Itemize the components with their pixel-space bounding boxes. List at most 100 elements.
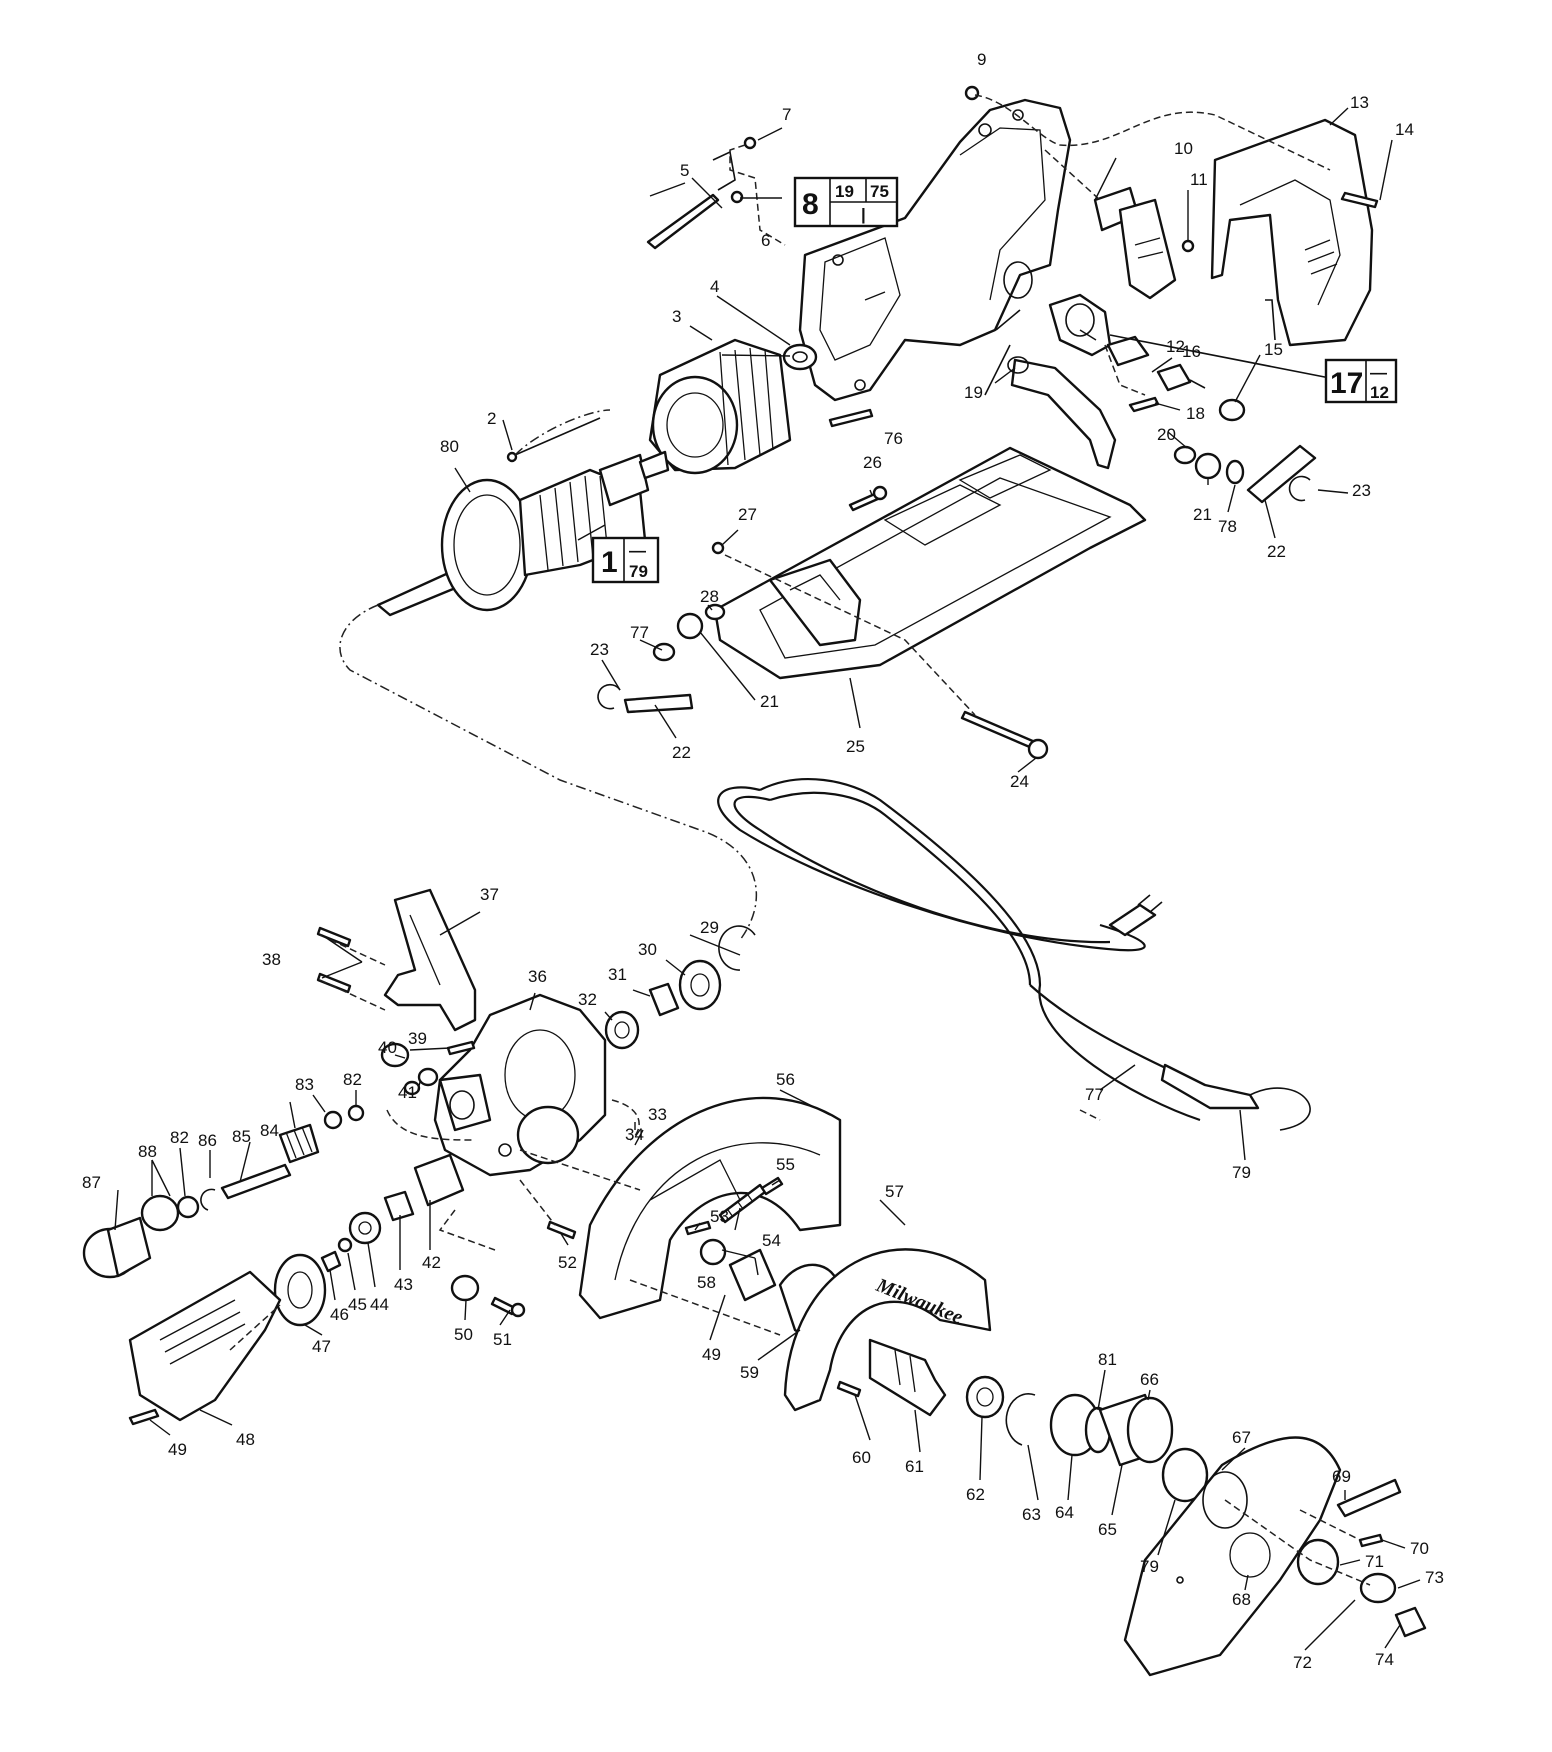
washer-20 — [1173, 445, 1197, 465]
label-63: 63 — [1022, 1505, 1041, 1524]
label-77b: 77 — [630, 623, 649, 642]
washer-28 — [704, 603, 726, 621]
label-34: 34 — [625, 1125, 644, 1144]
washer-83 — [323, 1110, 343, 1130]
retaining-ring-29 — [718, 925, 756, 971]
bearing-32 — [604, 1010, 640, 1050]
label-24: 24 — [1010, 772, 1029, 791]
knob-21 — [1194, 452, 1222, 480]
label-23: 23 — [1352, 481, 1371, 500]
label-74: 74 — [1375, 1650, 1394, 1669]
label-25: 25 — [846, 737, 865, 756]
label-59: 59 — [740, 1363, 759, 1382]
label-13: 13 — [1350, 93, 1369, 112]
brush-holder — [1048, 293, 1112, 357]
label-26: 26 — [863, 453, 882, 472]
spring-77 — [1225, 459, 1245, 485]
spring-88 — [140, 1194, 180, 1232]
screw-53 — [684, 1220, 712, 1236]
label-23b: 23 — [590, 640, 609, 659]
label-44: 45 — [348, 1295, 367, 1314]
label-35: 36 — [528, 967, 547, 986]
label-82b: 82 — [170, 1128, 189, 1147]
label-68: 68 — [1232, 1590, 1251, 1609]
assembly-lines — [229, 94, 1371, 1586]
label-86: 86 — [198, 1131, 217, 1150]
bushing-58 — [699, 1238, 727, 1266]
clip-86 — [200, 1188, 216, 1211]
screw-7 — [743, 136, 757, 150]
screw-2 — [506, 417, 601, 463]
label-14: 14 — [1395, 120, 1414, 139]
label-46: 47 — [312, 1337, 331, 1356]
label-29: 29 — [700, 918, 719, 937]
label-69: 69 — [1332, 1467, 1351, 1486]
retaining-ring-63 — [1005, 1393, 1036, 1446]
label-70: 70 — [1410, 1539, 1429, 1558]
lever-22 — [1246, 444, 1317, 504]
bearing-43 — [348, 1211, 382, 1245]
bearing-4 — [782, 343, 818, 371]
label-55: 55 — [776, 1155, 795, 1174]
label-61: 61 — [905, 1457, 924, 1476]
label-71: 71 — [1365, 1552, 1384, 1571]
label-4: 4 — [710, 277, 719, 296]
label-79: 80 — [440, 437, 459, 456]
gear-case — [433, 993, 607, 1177]
clip-23b — [597, 683, 621, 710]
screw-11 — [1181, 239, 1195, 253]
svg-text:75: 75 — [870, 182, 889, 201]
label-48: 49 — [168, 1440, 187, 1459]
bearing-30 — [678, 959, 722, 1011]
bolt-74 — [1394, 1606, 1427, 1638]
blade-plate — [1123, 1436, 1342, 1677]
brush-assembly-box: 17 — 12 — [1324, 358, 1398, 404]
label-22: 22 — [1267, 542, 1286, 561]
label-58: 58 — [697, 1273, 716, 1292]
svg-text:—: — — [1370, 363, 1387, 382]
label-11: 11 — [1190, 170, 1208, 189]
nut-80 — [1161, 1447, 1209, 1503]
label-33: 33 — [648, 1105, 667, 1124]
bushing-31 — [648, 982, 680, 1017]
lever-22b — [623, 693, 694, 714]
label-56: 56 — [776, 1070, 795, 1089]
carbon-brush — [1106, 335, 1206, 392]
label-45: 46 — [330, 1305, 349, 1324]
clutch-66 — [1126, 1396, 1174, 1464]
label-38: 39 — [408, 1029, 427, 1048]
bushing-42 — [383, 1190, 415, 1222]
label-78: 79 — [1232, 1163, 1251, 1182]
bolt-24 — [960, 710, 1037, 750]
label-75: 76 — [884, 429, 903, 448]
cord-clamp-5 — [646, 150, 736, 250]
screw-37 — [316, 926, 352, 948]
label-41: 42 — [422, 1253, 441, 1272]
label-22b: 22 — [672, 743, 691, 762]
front-handle — [383, 888, 477, 1032]
part-number-labels: 2 3 4 5 6 7 9 10 11 12 13 14 15 16 18 19… — [82, 50, 1444, 1672]
label-51: 51 — [493, 1330, 512, 1349]
label-84: 84 — [260, 1121, 279, 1140]
screw-70 — [1358, 1533, 1384, 1548]
housing-assembly-box: 8 19 75 | — [793, 176, 899, 228]
label-83: 83 — [295, 1075, 314, 1094]
label-77: 78 — [1218, 517, 1237, 536]
label-12: 12 — [1166, 337, 1185, 356]
label-30: 30 — [638, 940, 657, 959]
depth-bracket — [1007, 356, 1117, 470]
screw-18 — [1128, 396, 1160, 413]
pin-85 — [220, 1163, 292, 1200]
svg-text:12: 12 — [1370, 383, 1389, 402]
label-60: 60 — [852, 1448, 871, 1467]
clip-23 — [1288, 475, 1311, 502]
ring-82 — [176, 1195, 200, 1219]
label-16: 16 — [1182, 342, 1201, 361]
armature-assembly-box: 1 — 79 — [591, 536, 660, 584]
label-28: 28 — [700, 587, 719, 606]
label-57: 57 — [885, 1182, 904, 1201]
svg-text:8: 8 — [802, 188, 819, 221]
label-68 — [1229, 1532, 1271, 1578]
label-42: 43 — [394, 1275, 413, 1294]
label-27: 27 — [738, 505, 757, 524]
